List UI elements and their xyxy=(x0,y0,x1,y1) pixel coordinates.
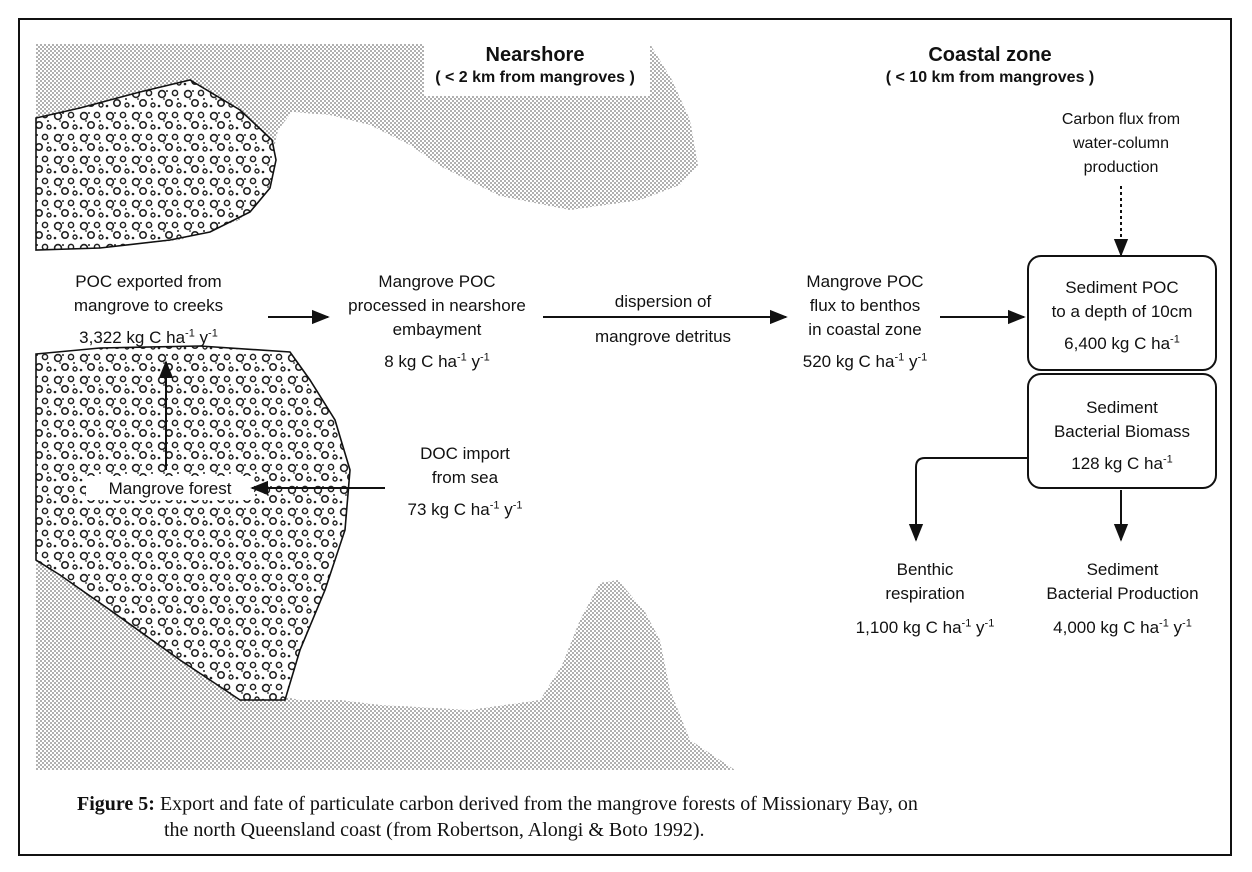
nearshore-heading: Nearshore ( < 2 km from mangroves ) xyxy=(435,44,635,86)
dispersion-label-top: dispersion of xyxy=(614,292,712,311)
nearshore-land-bottom xyxy=(36,560,735,770)
benthic-respiration-label: Benthic respiration 1,100 kg C ha-1 y-1 xyxy=(855,560,995,637)
mangrove-forest-label: Mangrove forest xyxy=(108,479,232,498)
coastal-zone-heading: Coastal zone ( < 10 km from mangroves ) xyxy=(885,44,1095,86)
dispersion-label-bottom: mangrove detritus xyxy=(594,327,732,346)
poc-export-label: POC exported from mangrove to creeks 3,3… xyxy=(73,272,224,347)
bacterial-biomass-box xyxy=(1027,373,1217,489)
sediment-poc-label: Sediment POC to a depth of 10cm 6,400 kg… xyxy=(1051,278,1193,353)
forest-patch-top xyxy=(35,79,277,251)
bacterial-biomass-label: Sediment Bacterial Biomass 128 kg C ha-1 xyxy=(1053,398,1191,473)
sediment-poc-box xyxy=(1027,255,1217,371)
mangrove-poc-nearshore-label: Mangrove POC processed in nearshore emba… xyxy=(348,272,526,371)
forest-patch-bottom xyxy=(35,345,351,701)
figure-label: Figure 5: xyxy=(77,793,155,815)
doc-import-label: DOC import from sea 73 kg C ha-1 y-1 xyxy=(407,444,523,519)
flux-benthos-label: Mangrove POC flux to benthos in coastal … xyxy=(802,272,928,371)
arrow-to-benthic-respiration xyxy=(908,457,1027,542)
carbon-flux-label: Carbon flux from water-column production xyxy=(1061,111,1181,176)
figure-caption: Figure 5: Export and fate of particulate… xyxy=(77,793,918,841)
bacterial-production-label: Sediment Bacterial Production 4,000 kg C… xyxy=(1046,560,1199,637)
figure-frame xyxy=(18,18,1232,856)
